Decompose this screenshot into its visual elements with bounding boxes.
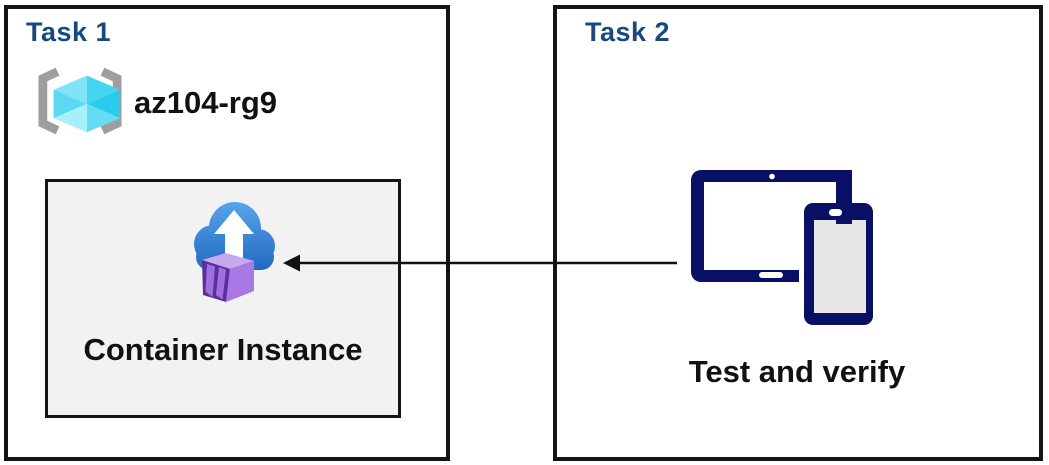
container-instance-box: Container Instance (45, 179, 401, 418)
task2-box: Task 2 Test and verify (553, 5, 1043, 461)
task2-label: Test and verify (688, 354, 906, 389)
task2-title: Task 2 (585, 17, 671, 47)
task1-title: Task 1 (26, 17, 112, 47)
arrow-left-icon (281, 250, 679, 281)
container-instance-label: Container Instance (83, 332, 363, 367)
container-instance-icon (188, 194, 276, 323)
resource-group-name: az104-rg9 (134, 85, 278, 120)
resource-group-icon (37, 66, 123, 141)
task1-box: Task 1 az104-rg9 (4, 5, 450, 461)
devices-tablet-phone-icon (680, 167, 878, 338)
